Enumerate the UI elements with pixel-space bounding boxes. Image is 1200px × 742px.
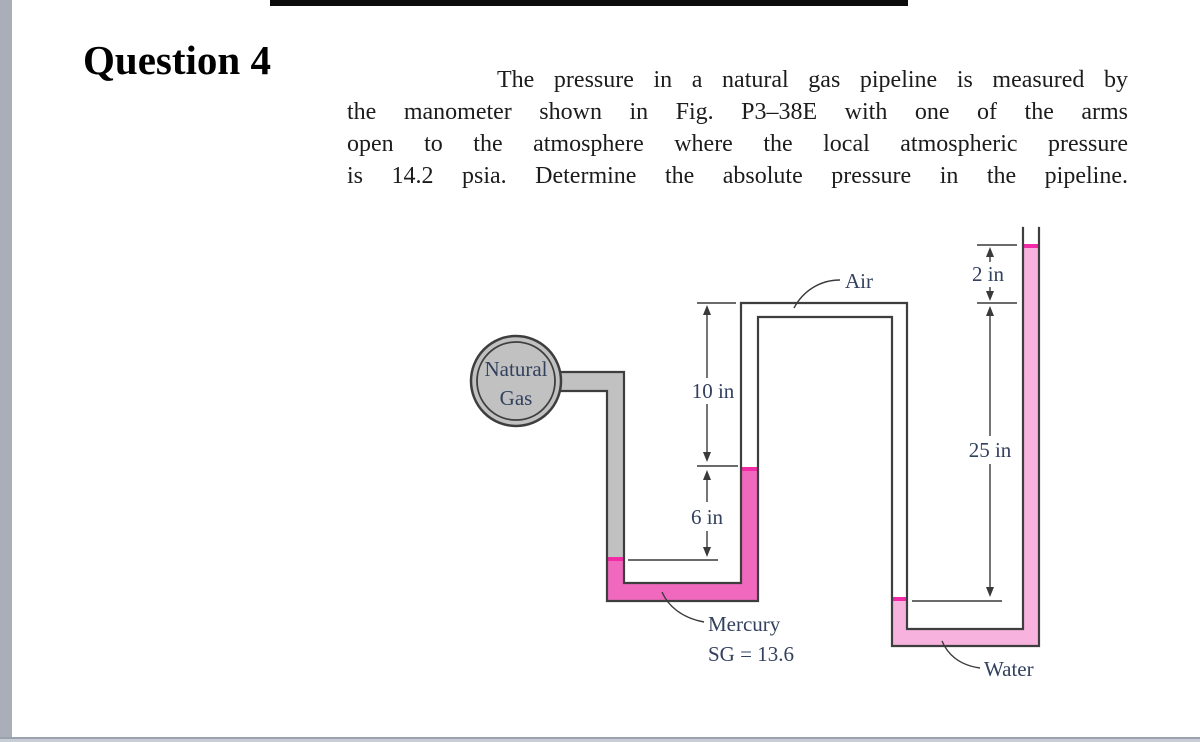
tube-wall-outer xyxy=(554,226,1041,648)
page-title: Question 4 xyxy=(83,37,271,83)
dim-25in-label: 25 in xyxy=(969,438,1012,462)
mercury-surface-right xyxy=(742,467,758,471)
water-fill xyxy=(892,244,1039,646)
mercury-callout: Mercury SG = 13.6 xyxy=(661,591,794,666)
tube-walls xyxy=(550,226,1041,648)
mercury-fill xyxy=(607,467,758,601)
dimension-2in: 2 in xyxy=(972,244,1017,304)
tube-wall-inner xyxy=(550,226,1025,631)
dimension-6in: 6 in xyxy=(628,470,724,561)
dimension-10in: 10 in xyxy=(692,302,738,467)
mercury-sg-label: SG = 13.6 xyxy=(708,642,794,666)
left-margin-strip xyxy=(0,0,12,742)
water-callout: Water xyxy=(941,640,1034,681)
top-rule-bar xyxy=(270,0,908,6)
water-surface-left xyxy=(893,597,907,601)
water-label: Water xyxy=(984,657,1034,681)
problem-line: open to the atmosphere where the local a… xyxy=(347,131,1128,157)
water-leader-line xyxy=(941,640,981,669)
water-surface-right xyxy=(1024,244,1039,248)
dim-6in-label: 6 in xyxy=(691,505,724,529)
air-label: Air xyxy=(845,269,873,293)
mercury-leader-line xyxy=(661,591,705,623)
gas-fill xyxy=(552,372,624,560)
bottom-rule xyxy=(0,737,1200,739)
natural-gas-reservoir: Natural Gas xyxy=(469,334,563,428)
bottom-margin-strip xyxy=(0,739,1200,742)
mercury-label: Mercury xyxy=(708,612,781,636)
dim-2in-label: 2 in xyxy=(972,262,1005,286)
manometer-figure: Natural Gas 10 in 6 in 2 in 25 xyxy=(440,215,1060,695)
dimension-25in: 25 in xyxy=(912,306,1012,602)
problem-statement: The pressure in a natural gas pipeline i… xyxy=(347,64,1128,192)
dim-10in-label: 10 in xyxy=(692,379,735,403)
reservoir-label-line1: Natural xyxy=(485,357,548,381)
reservoir-label-line2: Gas xyxy=(500,386,533,410)
problem-line: is 14.2 psia. Determine the absolute pre… xyxy=(347,163,1128,189)
problem-line: The pressure in a natural gas pipeline i… xyxy=(497,67,1128,93)
air-leader-line xyxy=(793,279,841,309)
mercury-surface-left xyxy=(608,557,624,561)
air-callout: Air xyxy=(793,269,873,309)
problem-line: the manometer shown in Fig. P3–38E with … xyxy=(347,99,1128,125)
